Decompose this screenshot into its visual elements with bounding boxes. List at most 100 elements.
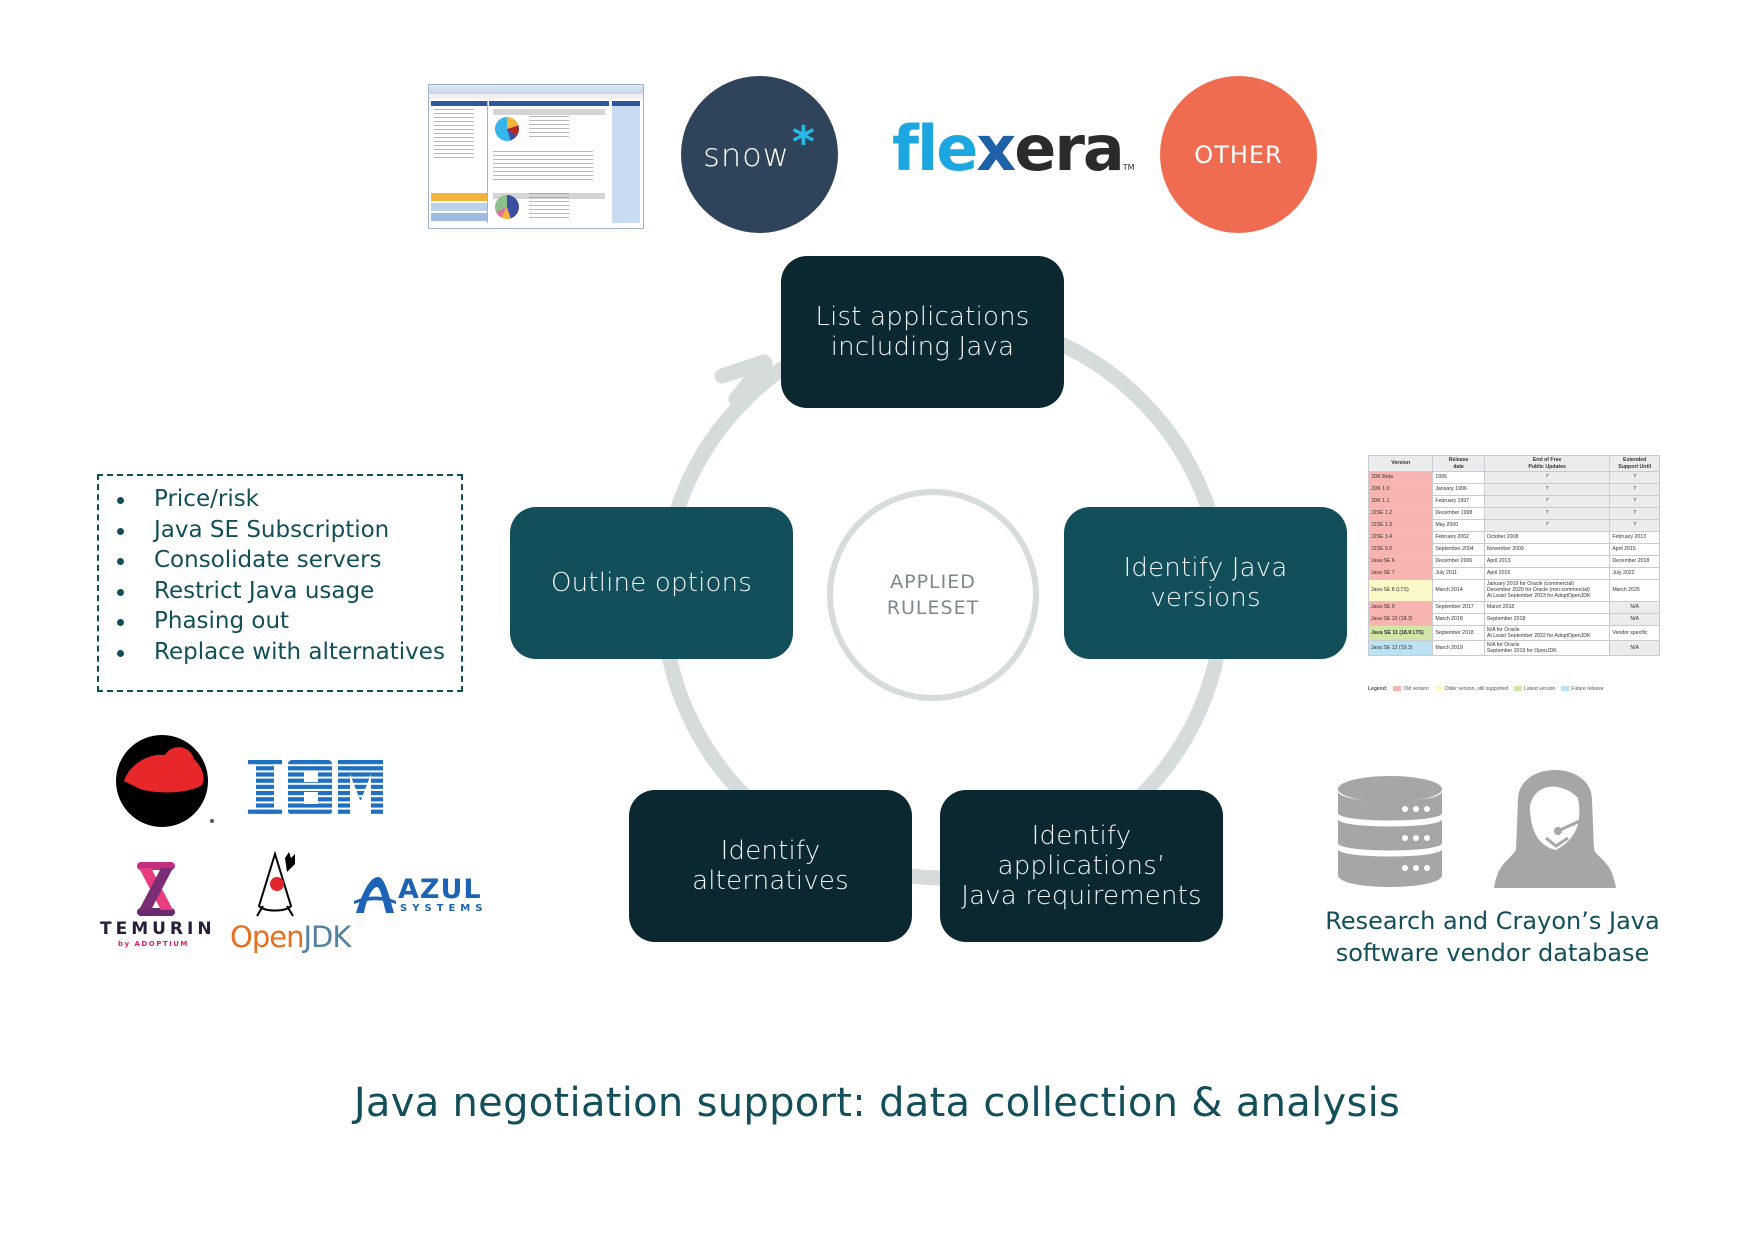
other-tool-badge: OTHER (1160, 76, 1317, 233)
cell-version: Java SE 6 (1367, 555, 1434, 568)
legend-item: Latest version (1514, 686, 1555, 692)
cell-version: JDK 1.0 (1367, 483, 1434, 496)
cell-version: J2SE 1.2 (1367, 507, 1434, 520)
cell-release: 1995 (1432, 471, 1485, 484)
cell-release: March 2018 (1432, 612, 1485, 626)
legend-label: Older version, still supported (1444, 686, 1509, 692)
sam-right-pane (612, 101, 640, 223)
sam-pie-chart-icon (495, 195, 519, 219)
flexera-part-2: x (976, 112, 1016, 185)
legend-swatch (1561, 686, 1570, 692)
sam-menubar (429, 94, 643, 99)
step-label: Identify alternatives (692, 836, 849, 896)
th-free-updates: End of Free Public Updates (1483, 455, 1611, 472)
legend-label: Old version (1403, 686, 1429, 692)
sam-left-pane (431, 101, 488, 223)
cell-release: September 2018 (1432, 624, 1485, 642)
bullet-icon (117, 649, 124, 657)
cell-release: September 2004 (1432, 543, 1485, 556)
cell-version: Java SE 7 (1367, 567, 1434, 580)
cell-free: ? (1483, 507, 1611, 520)
cell-extended: N/A (1609, 612, 1660, 626)
option-item: Consolidate servers (99, 545, 461, 576)
cell-extended: Vendor specific (1609, 624, 1660, 642)
cell-release: March 2014 (1432, 579, 1485, 602)
cell-extended: ? (1609, 483, 1660, 496)
step-label: List applications including Java (815, 302, 1030, 362)
step-outline-options: Outline options (510, 507, 793, 659)
temurin-logo-icon (137, 862, 175, 916)
azul-label: AZUL (398, 874, 482, 905)
cell-release: May 2000 (1432, 519, 1485, 532)
bullet-icon (117, 588, 124, 596)
step-label: Outline options (550, 568, 753, 598)
option-label: Phasing out (154, 608, 290, 634)
cell-version: Java SE 9 (1367, 600, 1434, 614)
cell-free: ? (1483, 495, 1611, 508)
openjdk-duke-icon (256, 850, 295, 917)
sam-main-pane (489, 101, 609, 223)
bullet-icon (117, 527, 124, 535)
snow-asterisk-icon: * (791, 117, 816, 168)
th-version: Version (1367, 455, 1434, 472)
cell-extended: N/A (1609, 640, 1660, 657)
cell-free: ? (1483, 483, 1611, 496)
cell-free: September 2018 (1483, 612, 1611, 626)
legend-title: Legend: (1368, 686, 1388, 692)
cell-release: March 2019 (1432, 640, 1485, 657)
sam-titlebar (429, 85, 643, 94)
snow-label: snow (703, 135, 790, 174)
cell-release: February 1997 (1432, 495, 1485, 508)
legend-label: Latest version (1524, 686, 1556, 692)
cell-version: Java SE 11 (18.9 LTS) (1367, 624, 1434, 642)
cycle-arrowhead-icon (714, 354, 773, 410)
cell-extended: ? (1609, 519, 1660, 532)
cell-extended: February 2013 (1609, 531, 1660, 544)
cell-extended: ? (1609, 507, 1660, 520)
option-label: Replace with alternatives (154, 638, 445, 665)
cell-free: ? (1483, 471, 1611, 484)
cell-free: N/A for Oracle At Least September 2022 f… (1483, 624, 1611, 642)
cell-release: September 2017 (1432, 600, 1485, 614)
cell-free: October 2008 (1483, 531, 1611, 544)
cell-free: N/A for Oracle September 2019 for OpenJD… (1483, 640, 1611, 657)
cell-extended: ? (1609, 495, 1660, 508)
option-label: Java SE Subscription (154, 516, 390, 543)
database-icon (1338, 776, 1442, 887)
azul-logo-icon (354, 877, 396, 913)
flexera-tm: TM (1122, 163, 1135, 172)
legend-swatch (1514, 686, 1523, 692)
research-caption: Research and Crayon’s Java software vend… (1325, 907, 1660, 967)
cell-release: January 1996 (1432, 483, 1485, 496)
bullet-icon (117, 619, 124, 626)
step-label: Identify Java versions (1123, 553, 1288, 613)
step-identify-java-versions: Identify Java versions (1064, 507, 1347, 659)
legend-item: Older version, still supported (1434, 686, 1509, 692)
sam-pie-chart-icon (495, 117, 519, 141)
cell-release: December 2006 (1432, 555, 1485, 568)
legend-item: Old version (1393, 686, 1429, 692)
openjdk-jdk: JDK (303, 920, 351, 954)
cell-free: ? (1483, 519, 1611, 532)
page-title: Java negotiation support: data collectio… (353, 1080, 1401, 1126)
bullet-icon (117, 497, 124, 504)
applied-ruleset-label: APPLIED RULESET (886, 571, 980, 619)
cell-version: Java SE 8 (LTS) (1367, 579, 1434, 602)
option-label: Consolidate servers (154, 547, 382, 573)
openjdk-open: Open (230, 920, 304, 954)
cell-version: Java SE 10 (18.3) (1367, 612, 1434, 626)
legend-swatch (1393, 686, 1402, 692)
legend-swatch (1434, 686, 1443, 692)
